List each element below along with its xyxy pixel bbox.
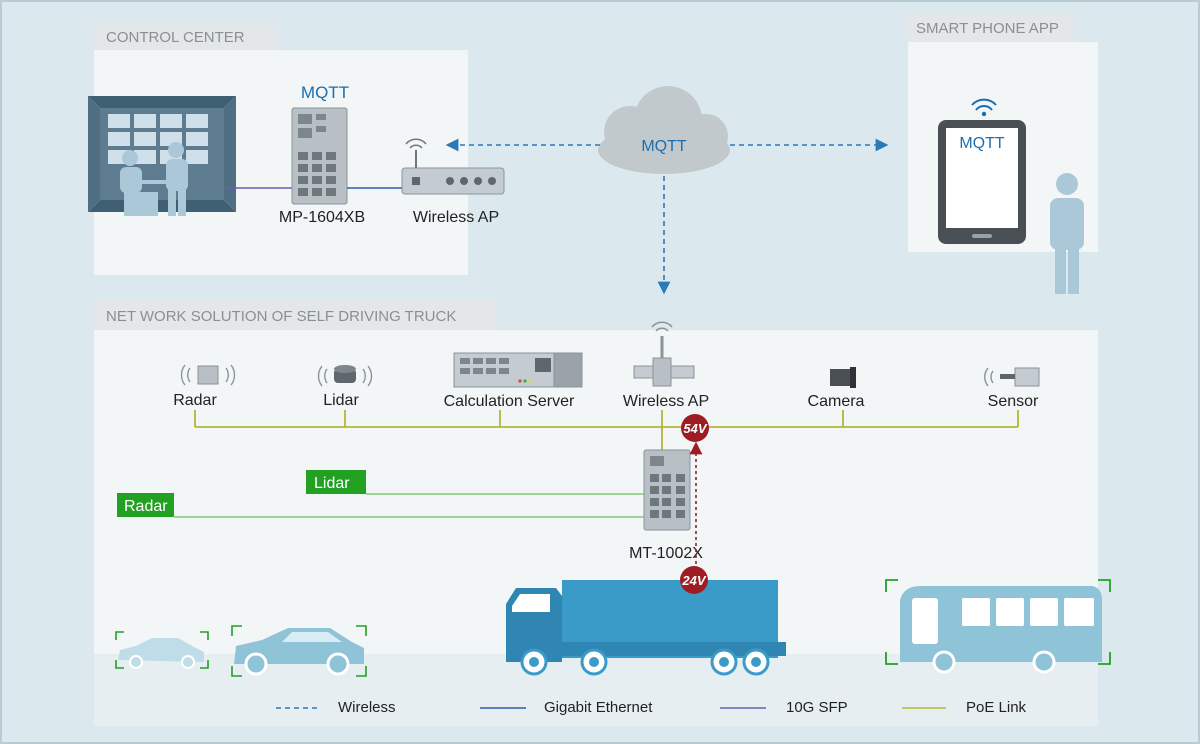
truck-wireless-ap-icon xyxy=(633,321,695,387)
power-24v-badge xyxy=(680,566,708,594)
sensor-label: Sensor xyxy=(988,393,1039,410)
legend-gigabit-label: Gigabit Ethernet xyxy=(544,699,653,716)
cloud-mqtt-label: MQTT xyxy=(641,138,687,155)
control-center-section: CONTROL CENTER xyxy=(88,22,505,275)
legend-wireless-label: Wireless xyxy=(338,699,396,716)
calc-server-label: Calculation Server xyxy=(444,393,575,410)
phone-wifi-icon xyxy=(971,98,997,111)
phone-wifi-dot xyxy=(981,111,987,117)
smart-phone-title: SMART PHONE APP xyxy=(916,20,1059,37)
cc-ap-signal-icon xyxy=(405,138,427,149)
mp-1604xb-switch xyxy=(291,107,348,205)
tablet-home-button xyxy=(972,234,992,238)
cc-ap-label: Wireless AP xyxy=(413,209,499,226)
legend: Wireless Gigabit Ethernet 10G SFP PoE Li… xyxy=(94,684,1098,726)
mqtt-cloud: MQTT xyxy=(598,86,730,174)
network-title: NET WORK SOLUTION OF SELF DRIVING TRUCK xyxy=(106,308,456,325)
calc-server-icon xyxy=(453,352,583,388)
lidar-tag xyxy=(306,470,366,494)
poe-drops xyxy=(194,410,1019,452)
sedan-car-icon xyxy=(115,631,209,669)
mt-1002x-switch xyxy=(643,449,691,531)
power-24v-label: 24V xyxy=(681,573,706,588)
power-54v-badge xyxy=(681,414,709,442)
camera-label: Camera xyxy=(808,393,865,410)
lidar-tag-label: Lidar xyxy=(314,475,350,492)
legend-bar xyxy=(94,684,1098,726)
lidar-device-icon xyxy=(317,365,373,387)
legend-sfp-label: 10G SFP xyxy=(786,699,848,716)
camera-icon xyxy=(830,367,856,388)
radar-tag-label: Radar xyxy=(124,498,168,515)
sensor-icon xyxy=(984,367,1040,387)
car-icon xyxy=(231,625,367,677)
legend-poe-label: PoE Link xyxy=(966,699,1027,716)
user-person-icon xyxy=(1050,173,1084,294)
control-center-tab xyxy=(94,22,278,50)
power-54v-label: 54V xyxy=(683,421,707,436)
mt-switch-model-label: MT-1002X xyxy=(629,545,703,562)
lidar-label: Lidar xyxy=(323,392,359,409)
radar-device-icon xyxy=(180,364,236,386)
smart-phone-tab xyxy=(906,14,1074,42)
network-tab xyxy=(94,300,496,330)
tablet-screen xyxy=(946,128,1018,228)
mp-switch-mqtt-label: MQTT xyxy=(301,83,349,102)
smart-phone-section: SMART PHONE APP MQTT xyxy=(906,14,1098,294)
mp-switch-model-label: MP-1604XB xyxy=(279,209,365,226)
radar-label: Radar xyxy=(173,392,217,409)
phone-mqtt-label: MQTT xyxy=(959,135,1005,152)
truck-icon xyxy=(506,580,786,676)
control-center-title: CONTROL CENTER xyxy=(106,29,245,46)
bus-icon xyxy=(885,579,1111,674)
video-wall-icon xyxy=(88,96,236,216)
cc-wireless-ap xyxy=(401,138,505,195)
network-section: NET WORK SOLUTION OF SELF DRIVING TRUCK … xyxy=(94,300,1111,684)
truck-ap-label: Wireless AP xyxy=(623,393,709,410)
radar-tag xyxy=(117,493,174,517)
